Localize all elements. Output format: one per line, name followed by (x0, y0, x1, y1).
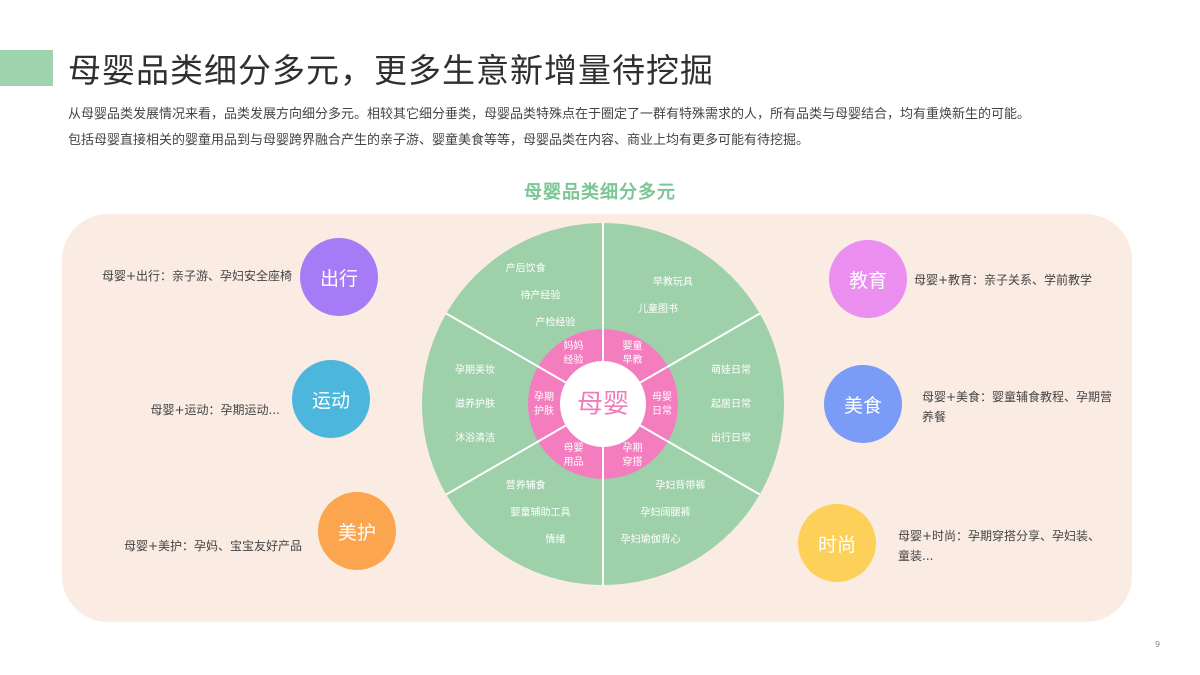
outer-segment-item: 儿童图书 (638, 302, 678, 315)
page-number: 9 (1155, 640, 1161, 649)
category-circle-sport: 运动 (292, 360, 370, 438)
inner-segment-label: 日常 (652, 404, 672, 417)
outer-segment-item: 产检经验 (535, 316, 575, 329)
outer-segment-item: 孕妇瑜伽背心 (621, 532, 681, 545)
title-accent-bar (0, 50, 53, 86)
segment-divider (639, 424, 761, 496)
outer-segment-item: 孕妇阔腿裤 (641, 505, 691, 518)
category-description-travel: 母婴+出行：亲子游、孕妇安全座椅 (101, 269, 292, 283)
inner-segment-label: 妈妈 (564, 339, 584, 352)
category-description-education: 母婴+教育：亲子关系、学前教学 (914, 273, 1093, 287)
category-circle-fashion: 时尚 (798, 504, 876, 582)
category-label: 时尚 (817, 533, 856, 556)
outer-segment-item: 早教玩具 (653, 275, 693, 288)
description-line: 从母婴品类发展情况来看，品类发展方向细分多元。相较其它细分垂类，母婴品类特殊点在… (68, 107, 1031, 122)
page-description: 从母婴品类发展情况来看，品类发展方向细分多元。相较其它细分垂类，母婴品类特殊点在… (68, 102, 1178, 154)
description-line: 包括母婴直接相关的婴童用品到与母婴跨界融合产生的亲子游、婴童美食等等，母婴品类在… (68, 133, 810, 148)
category-circle-travel: 出行 (300, 238, 378, 316)
diagram-title: 母婴品类细分多元 (524, 182, 676, 203)
outer-segment-item: 婴童辅助工具 (511, 505, 571, 518)
segment-divider (445, 424, 567, 496)
category-label: 出行 (319, 267, 358, 290)
page-title: 母婴品类细分多元，更多生意新增量待挖掘 (68, 51, 714, 90)
outer-segment-item: 孕期美妆 (455, 363, 495, 376)
category-wheel: 母婴妈妈经验婴童早教母婴日常孕期穿搭母婴用品孕期护肤产后饮食待产经验产检经验早教… (422, 223, 784, 585)
outer-segment-item: 滋养护肤 (455, 397, 495, 410)
inner-segment-label: 母婴 (652, 391, 672, 403)
center-circle (560, 361, 646, 447)
outer-segment-item: 出行日常 (711, 431, 751, 444)
outer-segment-item: 萌娃日常 (711, 363, 751, 376)
category-description-beauty: 母婴+美护：孕妈、宝宝友好产品 (123, 539, 302, 553)
inner-segment-label: 护肤 (534, 404, 554, 417)
inner-segment-label: 母婴 (564, 442, 584, 454)
inner-segment-label: 用品 (564, 456, 584, 468)
segment-divider (445, 312, 567, 384)
outer-segment-item: 情绪 (545, 532, 565, 545)
segment-divider (639, 312, 761, 384)
category-circle-beauty: 美护 (318, 492, 396, 570)
category-description-sport: 母婴+运动：孕期运动... (150, 403, 281, 417)
center-label: 母婴 (577, 390, 629, 420)
inner-segment-label: 穿搭 (623, 455, 643, 468)
outer-segment-item: 待产经验 (521, 289, 561, 302)
category-label: 美护 (337, 521, 376, 544)
category-description-fashion: 母婴+时尚：孕期穿搭分享、孕妇装、童装... (898, 529, 1101, 563)
outer-segment-item: 孕妇背带裤 (655, 478, 705, 491)
inner-segment-label: 婴童 (623, 339, 643, 352)
outer-segment-item: 起居日常 (711, 397, 751, 410)
inner-segment-label: 孕期 (623, 442, 643, 454)
outer-segment-item: 营养辅食 (506, 478, 546, 491)
inner-segment-label: 孕期 (534, 391, 554, 403)
outer-segment-item: 产后饮食 (506, 262, 546, 275)
category-label: 教育 (848, 269, 887, 292)
inner-segment-label: 早教 (623, 353, 643, 366)
category-circle-food: 美食 (824, 365, 902, 443)
diagram-panel: 母婴妈妈经验婴童早教母婴日常孕期穿搭母婴用品孕期护肤产后饮食待产经验产检经验早教… (62, 214, 1132, 622)
category-label: 美食 (843, 394, 882, 417)
category-circle-education: 教育 (829, 240, 907, 318)
outer-segment-item: 沐浴清洁 (455, 431, 495, 444)
category-label: 运动 (311, 389, 350, 412)
category-description-food: 母婴+美食：婴童辅食教程、孕期营养餐 (922, 390, 1113, 424)
inner-segment-label: 经验 (564, 353, 584, 366)
